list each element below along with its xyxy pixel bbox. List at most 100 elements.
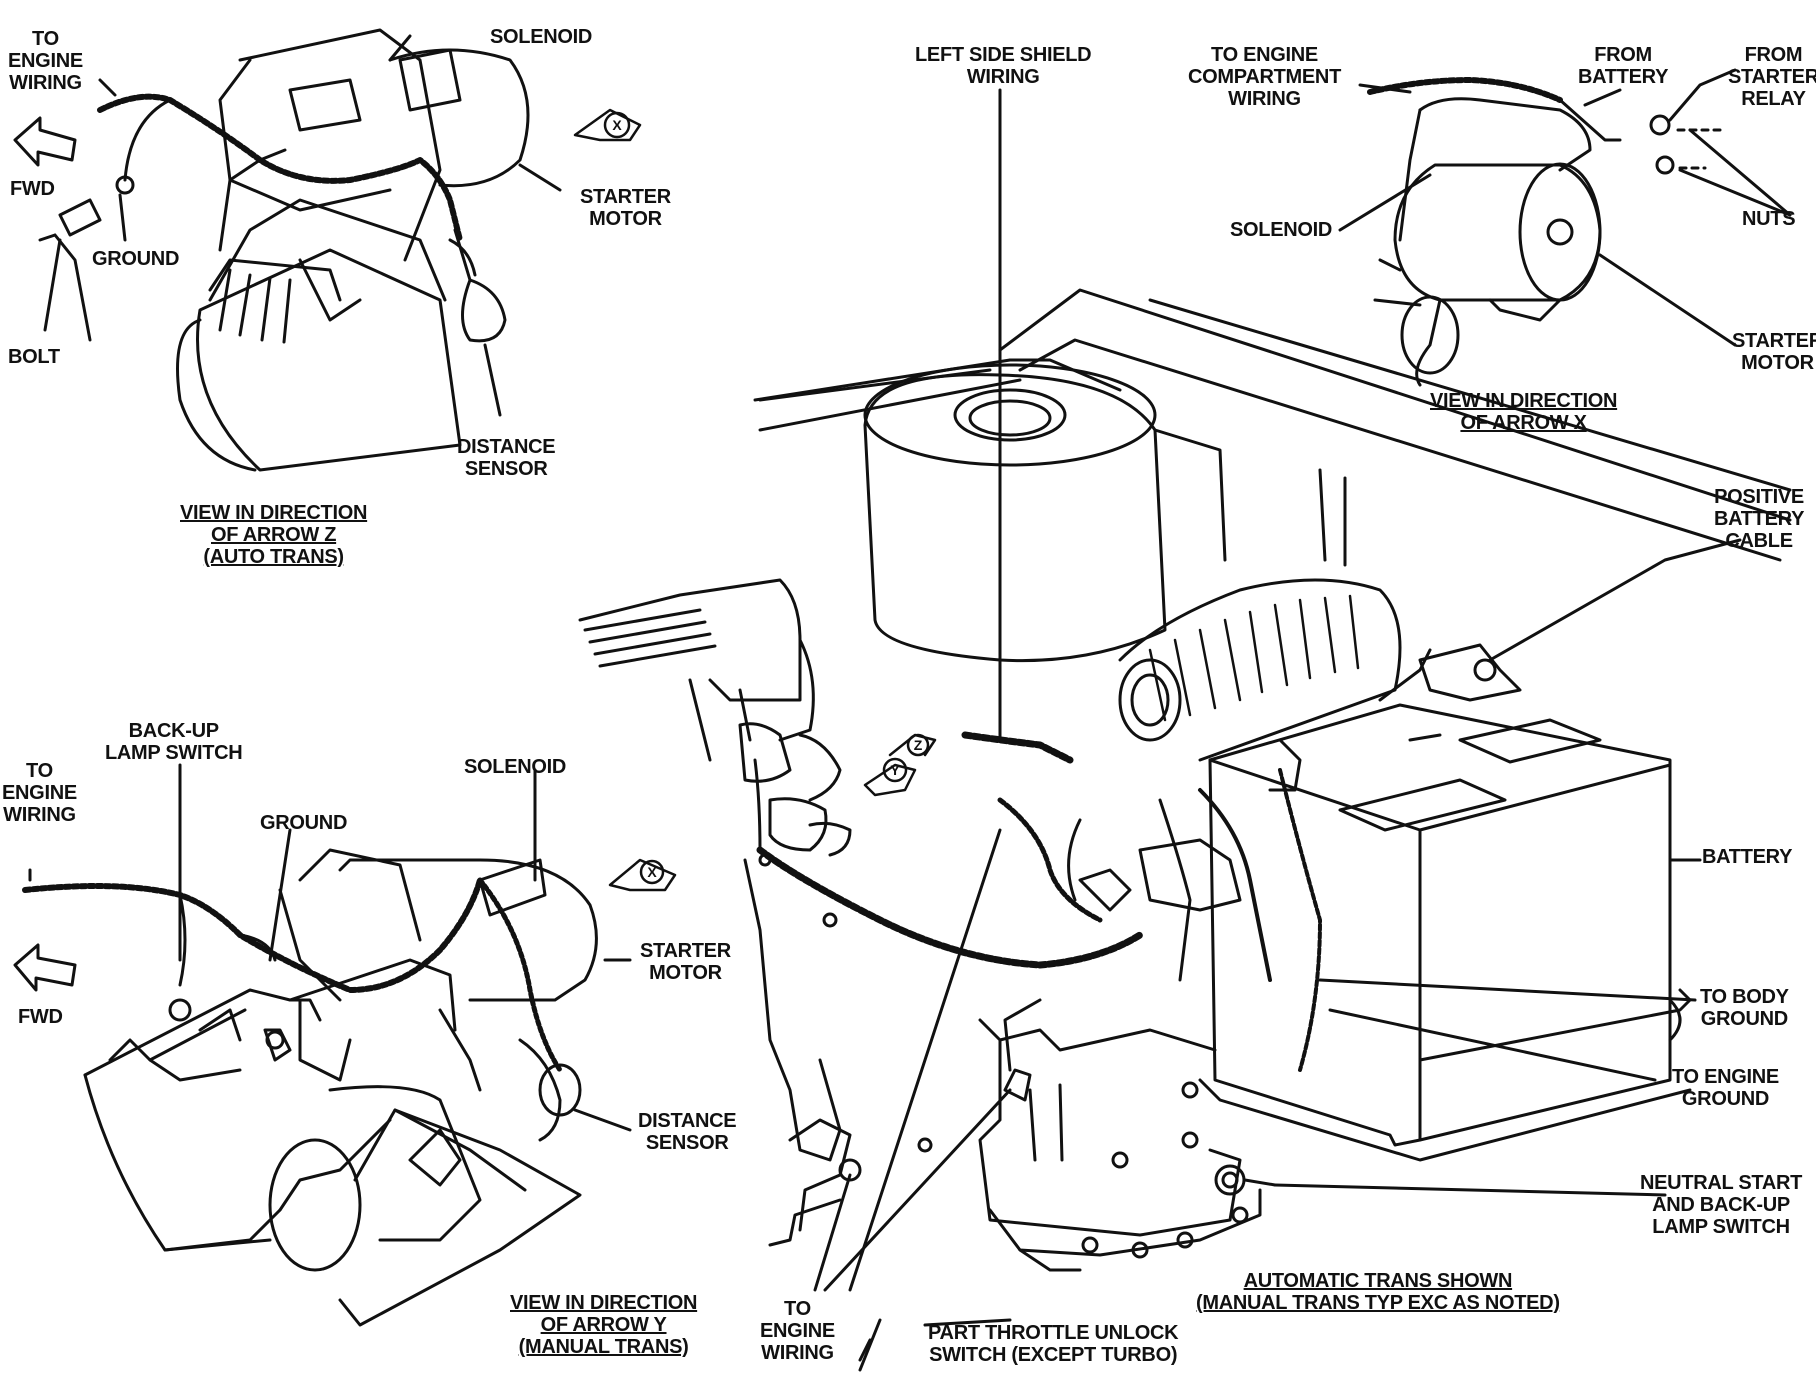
label-to-engine-ground-line: TO ENGINE [1672, 1066, 1779, 1088]
label-z-fwd-line: FWD [10, 178, 55, 200]
label-y-fwd: FWD [18, 1006, 63, 1028]
label-y-backup-lamp-switch-line: BACK-UP [128, 720, 219, 742]
label-z-ground: GROUND [92, 248, 179, 270]
label-positive-battery-cable-line: POSITIVE [1714, 486, 1804, 508]
label-part-throttle-unlock-switch-line: PART THROTTLE UNLOCK [928, 1322, 1179, 1344]
label-y-to-engine-wiring-line: ENGINE [2, 782, 77, 804]
label-to-body-ground-line: TO BODY [1700, 986, 1789, 1008]
view-y-starter-illustration [13, 763, 632, 1327]
arrow-x-bottom-letter: X [647, 864, 657, 880]
label-positive-battery-cable-line: CABLE [1725, 530, 1793, 552]
label-z-view-caption-line: (AUTO TRANS) [203, 546, 344, 568]
label-x-from-battery-line: BATTERY [1578, 66, 1669, 88]
label-x-from-battery-line: FROM [1594, 44, 1652, 66]
label-neutral-start-switch-line: AND BACK-UP [1652, 1194, 1790, 1216]
label-y-distance-sensor-line: DISTANCE [638, 1110, 737, 1132]
label-x-nuts-line: NUTS [1742, 208, 1796, 230]
label-y-to-engine-wiring-line: WIRING [3, 804, 76, 826]
label-z-view-caption-line: VIEW IN DIRECTION [180, 502, 368, 524]
label-z-bolt-line: BOLT [8, 346, 60, 368]
label-automatic-trans-shown-line: AUTOMATIC TRANS SHOWN [1243, 1270, 1513, 1292]
label-x-to-engine-compartment-wiring-line: WIRING [1228, 88, 1301, 110]
label-y-backup-lamp-switch-line: LAMP SWITCH [105, 742, 243, 764]
label-x-starter-motor-line: MOTOR [1741, 352, 1814, 374]
label-to-engine-wiring-bottom-line: ENGINE [760, 1320, 835, 1342]
label-x-view-caption-line: VIEW IN DIRECTION [1430, 390, 1618, 412]
label-z-ground-line: GROUND [92, 248, 180, 270]
arrow-x-bottom-marker [608, 858, 677, 892]
label-y-view-caption-line: (MANUAL TRANS) [518, 1336, 689, 1358]
arrow-x-top-marker [573, 108, 642, 142]
label-to-engine-wiring-bottom-line: WIRING [761, 1342, 834, 1364]
arrow-x-top-letter: X [612, 117, 622, 133]
label-z-starter-motor-line: MOTOR [589, 208, 662, 230]
label-to-engine-ground-line: GROUND [1681, 1088, 1770, 1110]
label-z-distance-sensor-line: SENSOR [464, 458, 548, 480]
label-neutral-start-switch-line: LAMP SWITCH [1652, 1216, 1790, 1238]
label-part-throttle-unlock-switch-line: SWITCH (EXCEPT TURBO) [929, 1344, 1178, 1366]
label-z-view-caption-line: OF ARROW Z [211, 524, 337, 546]
label-battery: BATTERY [1702, 846, 1792, 868]
label-to-body-ground-line: GROUND [1700, 1008, 1788, 1030]
label-z-to-engine-wiring-line: ENGINE [8, 50, 83, 72]
label-left-side-shield-wiring-line: WIRING [966, 66, 1040, 88]
label-x-from-starter-relay-line: STARTER [1728, 66, 1816, 88]
arrow-z-main-letter: Z [914, 737, 923, 753]
label-z-to-engine-wiring-line: WIRING [9, 72, 82, 94]
main-engine-bay-illustration [578, 88, 1792, 1372]
view-z-starter-illustration [13, 28, 562, 472]
label-y-distance-sensor-line: SENSOR [645, 1132, 729, 1154]
label-y-solenoid: SOLENOID [464, 756, 566, 778]
label-x-from-starter-relay-line: FROM [1744, 44, 1803, 66]
label-x-nuts: NUTS [1742, 208, 1796, 230]
fwd-arrow-y [13, 943, 77, 992]
label-left-side-shield-wiring-line: LEFT SIDE SHIELD [915, 44, 1092, 66]
label-automatic-trans-shown-line: (MANUAL TRANS TYP EXC AS NOTED) [1196, 1292, 1560, 1314]
label-y-solenoid-line: SOLENOID [464, 756, 567, 778]
label-z-to-engine-wiring-line: TO [32, 28, 59, 50]
label-y-fwd-line: FWD [18, 1006, 63, 1028]
label-x-solenoid: SOLENOID [1230, 219, 1332, 241]
label-x-from-starter-relay-line: RELAY [1741, 88, 1806, 110]
label-x-view-caption-line: OF ARROW X [1460, 412, 1587, 434]
label-y-view-caption-line: OF ARROW Y [540, 1314, 667, 1336]
arrow-y-main-letter: Y [890, 762, 900, 778]
label-z-distance-sensor-line: DISTANCE [457, 436, 556, 458]
label-x-to-engine-compartment-wiring-line: COMPARTMENT [1188, 66, 1341, 88]
label-y-ground-line: GROUND [260, 812, 348, 834]
label-z-fwd: FWD [10, 178, 55, 200]
label-y-starter-motor-line: STARTER [640, 940, 731, 962]
label-x-to-engine-compartment-wiring-line: TO ENGINE [1211, 44, 1318, 66]
label-y-view-caption-line: VIEW IN DIRECTION [510, 1292, 698, 1314]
label-z-bolt: BOLT [8, 346, 60, 368]
arrow-y-main-marker [863, 763, 917, 797]
label-battery-line: BATTERY [1702, 846, 1793, 868]
label-z-starter-motor-line: STARTER [580, 186, 671, 208]
label-x-solenoid-line: SOLENOID [1230, 219, 1333, 241]
label-x-starter-motor-line: STARTER [1732, 330, 1816, 352]
label-to-engine-wiring-bottom-line: TO [784, 1298, 811, 1320]
label-y-to-engine-wiring-line: TO [26, 760, 53, 782]
label-positive-battery-cable-line: BATTERY [1714, 508, 1805, 530]
label-z-solenoid-line: SOLENOID [490, 26, 593, 48]
